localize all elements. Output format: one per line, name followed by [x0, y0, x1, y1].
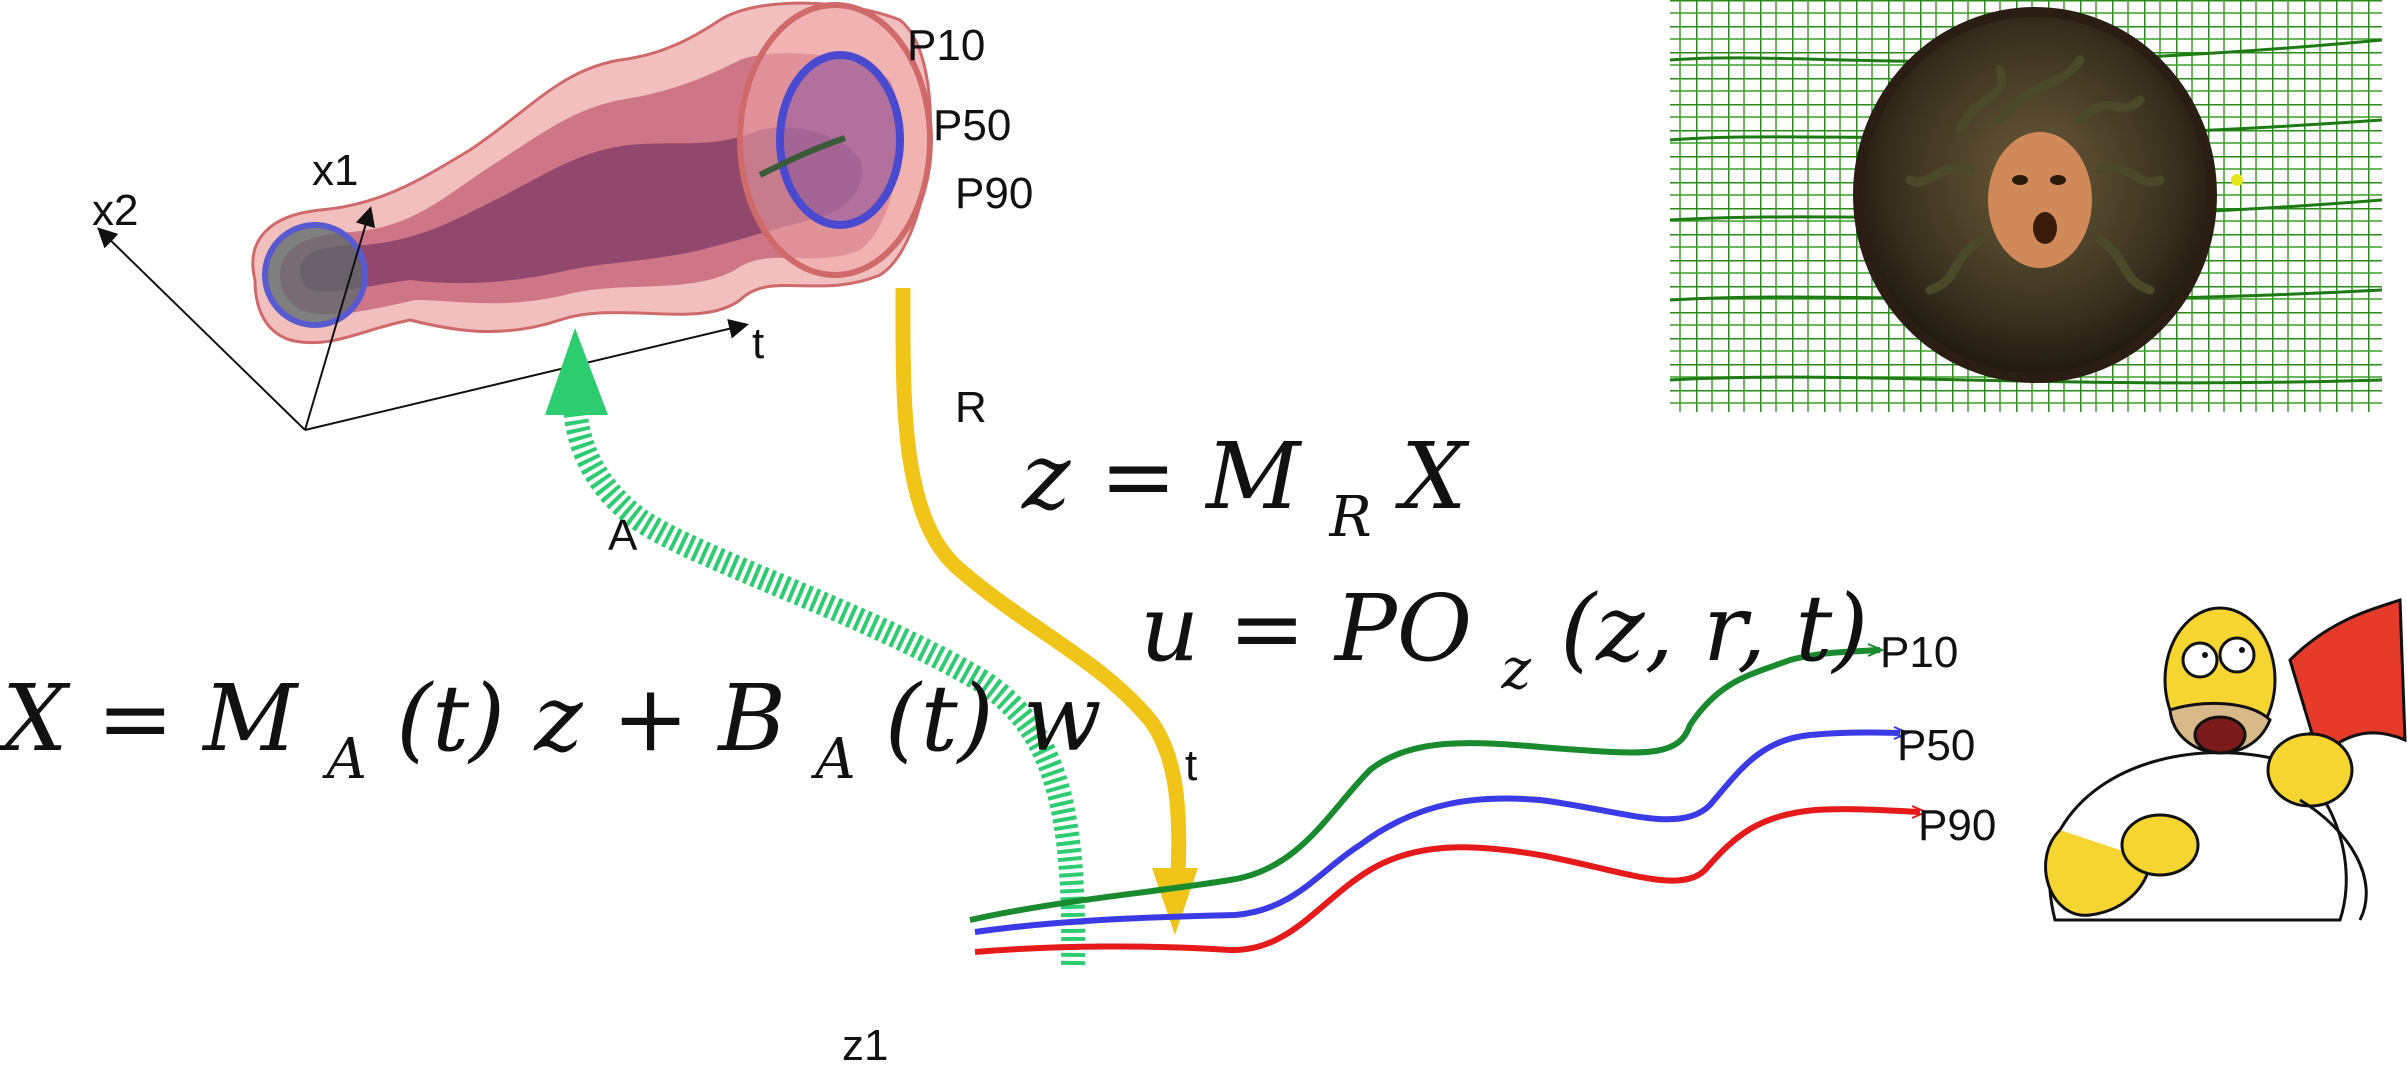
curve-label-p10: P10 — [1880, 628, 1958, 677]
axis-t-label: t — [752, 319, 764, 368]
eq-X-t2: (t) — [885, 665, 994, 772]
axis-x1 — [304, 206, 376, 431]
eq-u-eq: = — [1229, 575, 1306, 682]
arrow-R-head — [1152, 868, 1198, 935]
homer-arm-right — [2299, 798, 2368, 921]
equation-u: u = PO z (z, r, t) — [1140, 575, 1868, 710]
eq-X-M: M — [201, 665, 300, 772]
axis-x1-label: x1 — [312, 146, 358, 195]
homer-pupil-right — [2239, 647, 2245, 653]
arrow-A-head — [545, 328, 608, 415]
eq-z-lhs: z — [1021, 423, 1071, 530]
mesh-yellow-dot — [2231, 174, 2243, 186]
homer-mouth — [2193, 715, 2247, 755]
medusa-face — [1988, 132, 2092, 268]
eq-z-M: M — [1204, 423, 1303, 530]
homer-hand-left — [2120, 813, 2200, 877]
percentile-curves: P10 P50 P90 — [969, 628, 1996, 955]
eq-u-sub: z — [1500, 637, 1531, 702]
curve-label-p50: P50 — [1897, 721, 1975, 770]
homer-pupil-left — [2202, 652, 2208, 658]
axis-x2-label: x2 — [92, 186, 138, 235]
medusa-mouth — [2033, 212, 2057, 244]
axis-t — [304, 318, 749, 431]
eq-u-lhs: u — [1140, 575, 1199, 682]
eq-z-eq: = — [1100, 423, 1177, 530]
tube-label-p50: P50 — [933, 101, 1011, 150]
medusa-eye-right — [2050, 175, 2066, 185]
arrow-R-shaft — [895, 287, 1187, 881]
curve-p50 — [974, 729, 1901, 935]
equation-z: z = M R X — [1021, 423, 1470, 558]
eq-X-text: X = M A (t) z + B A (t) w — [0, 665, 1102, 800]
tube-centerline — [758, 135, 846, 178]
homer-eye-left — [2181, 641, 2219, 679]
eq-X-z: z — [533, 665, 583, 772]
eq-X-B: B — [716, 665, 786, 772]
z1-label: z1 — [842, 1021, 888, 1067]
axes-3d: x2 x1 t — [92, 146, 764, 431]
curve-p90-tick — [1911, 805, 1929, 819]
eq-X-lhs: X — [0, 665, 71, 772]
tube-start-cap — [262, 222, 368, 328]
eq-u-PO: PO — [1333, 575, 1472, 682]
curve-label-p90: P90 — [1918, 801, 1996, 850]
eq-z-X: X — [1395, 423, 1470, 530]
homer-image — [2044, 597, 2407, 922]
eq-X-subA: A — [322, 727, 367, 792]
arrow-A-label: A — [608, 511, 638, 560]
curve-p90 — [974, 806, 1921, 955]
homer-arm-left — [2044, 828, 2152, 917]
axis-x2 — [97, 227, 306, 431]
equation-X: X = M A (t) z + B A (t) w — [0, 665, 1102, 800]
arrow-t-label: t — [1185, 741, 1197, 790]
arrow-A-shaft — [563, 399, 1086, 966]
eq-z-text: z = M R X — [1021, 423, 1470, 558]
eq-X-t1: (t) — [396, 665, 505, 772]
eq-z-sub: R — [1329, 485, 1372, 550]
curve-p10-tick — [1867, 643, 1885, 657]
homer-hand-right — [2266, 732, 2354, 808]
eq-X-plus: + — [612, 665, 689, 772]
medusa-image — [1669, 0, 2383, 412]
arrow-R-label: R — [955, 383, 987, 432]
curve-p10 — [969, 647, 1881, 923]
tube-label-p10: P10 — [907, 21, 985, 70]
tube-label-p90: P90 — [955, 169, 1033, 218]
tube-3d — [251, 1, 933, 345]
medusa-snakes — [1905, 55, 2165, 295]
eq-u-args: (z, r, t) — [1560, 575, 1868, 682]
medusa-eye-left — [2012, 175, 2028, 185]
curve-p50-tick — [1893, 726, 1911, 740]
eq-X-eq: = — [97, 665, 174, 772]
arrow-A: A — [545, 328, 1086, 966]
homer-eye-right — [2218, 636, 2256, 674]
eq-X-w: w — [1023, 665, 1102, 772]
tube-core-p10 — [300, 127, 862, 292]
eq-X-subB: A — [810, 727, 855, 792]
eq-u-text: u = PO z (z, r, t) — [1140, 575, 1868, 710]
